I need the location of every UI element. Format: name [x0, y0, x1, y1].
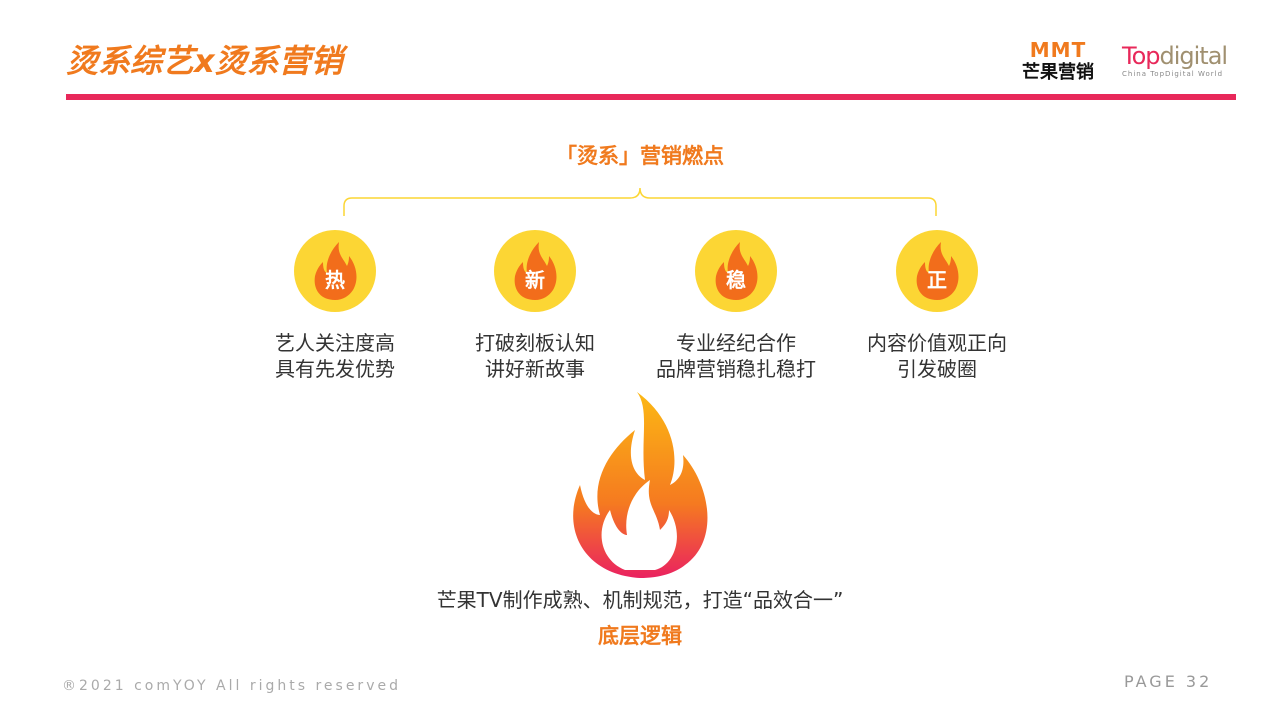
flame-badge-icon: 正 [896, 230, 978, 312]
page-number: PAGE 32 [1124, 672, 1213, 691]
flame-illustration [573, 392, 708, 578]
feature-item: 正 内容价值观正向引发破圈 [827, 230, 1047, 382]
copyright: ®2021 comYOY All rights reserved [62, 678, 401, 694]
item-line2: 讲好新故事 [485, 357, 585, 381]
bottom-logic-label: 底层逻辑 [598, 624, 682, 648]
bottom-statement: 芒果TV制作成熟、机制规范，打造“品效合一” [436, 588, 844, 612]
topdigital-logo: Topdigital China TopDigital World [1122, 42, 1228, 78]
feature-item: 稳 专业经纪合作品牌营销稳扎稳打 [626, 230, 846, 382]
item-line1: 专业经纪合作 [676, 331, 796, 355]
item-line1: 艺人关注度高 [275, 331, 395, 355]
section-subtitle: 「烫系」营销燃点 [556, 144, 724, 168]
flame-badge-icon: 热 [294, 230, 376, 312]
item-line2: 引发破圈 [897, 357, 977, 381]
item-line2: 具有先发优势 [275, 357, 395, 381]
item-line1: 打破刻板认知 [475, 331, 595, 355]
flame-badge-icon: 稳 [695, 230, 777, 312]
item-line1: 内容价值观正向 [867, 331, 1007, 355]
mmt-logo: MMT 芒果营销 [1022, 38, 1094, 83]
flame-badge-icon: 新 [494, 230, 576, 312]
feature-item: 热 艺人关注度高具有先发优势 [225, 230, 445, 382]
brace-connector [343, 187, 937, 216]
page-title: 烫系综艺x烫系营销 [66, 42, 343, 80]
feature-item: 新 打破刻板认知讲好新故事 [425, 230, 645, 382]
item-line2: 品牌营销稳扎稳打 [656, 357, 816, 381]
header-divider [66, 94, 1236, 100]
